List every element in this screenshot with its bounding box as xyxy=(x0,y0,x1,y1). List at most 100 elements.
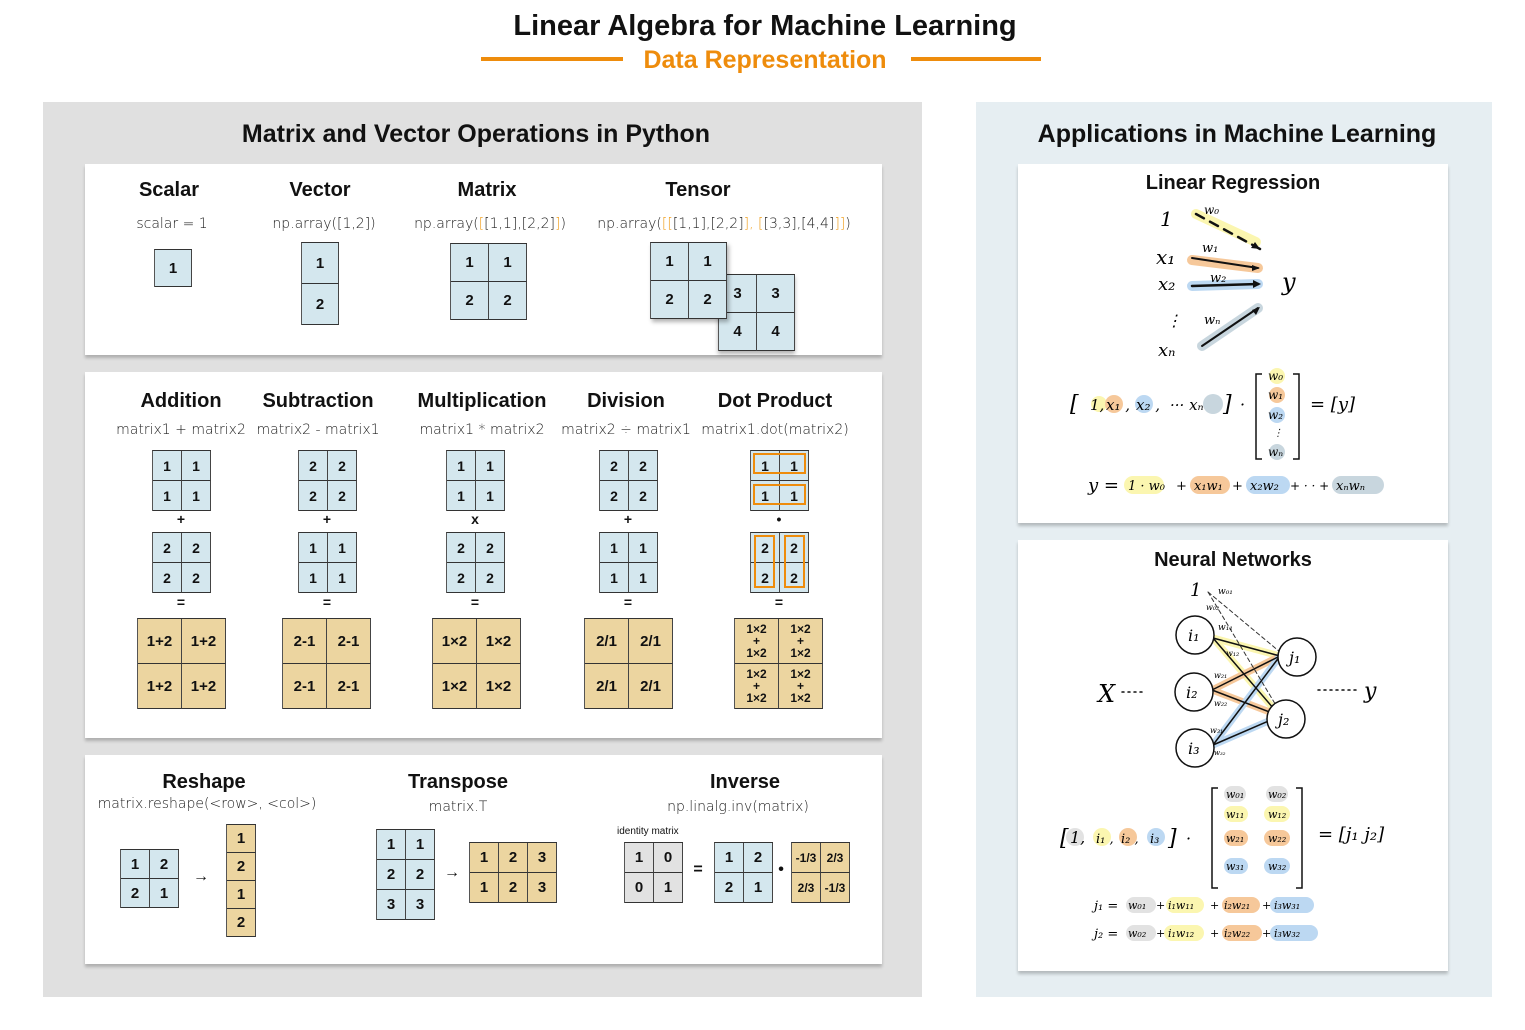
matrix-cell: 2 xyxy=(121,879,150,908)
svg-text:[: [ xyxy=(1070,392,1079,417)
matrix-cell: 1×2 + 1×2 xyxy=(735,619,779,664)
matrix-cell: 1 xyxy=(654,873,683,903)
svg-text:w₁₁: w₁₁ xyxy=(1226,808,1244,821)
matrix-cell: 1 xyxy=(155,250,192,287)
matrix-cell: 1 xyxy=(377,830,406,860)
input-node-label: i₁ xyxy=(1188,626,1200,645)
matrix-cell: 2 xyxy=(328,481,357,511)
edge-label: w₀₂ xyxy=(1206,603,1219,612)
matrix-cell: 1 xyxy=(227,825,256,853)
row-vector: [ 1, x₁ , x₂ , ··· xₙ ] · xyxy=(1070,392,1245,417)
matrix-cell: 2 xyxy=(629,451,658,481)
svg-text:i₂w₂₂: i₂w₂₂ xyxy=(1224,927,1250,940)
svg-text:w₃₁: w₃₁ xyxy=(1226,860,1244,873)
edge-label: w₃₂ xyxy=(1214,749,1226,757)
matrix-cell: 1 xyxy=(299,533,328,563)
svg-text:·: · xyxy=(1240,395,1245,414)
svg-text:w₂₁: w₂₁ xyxy=(1226,832,1244,845)
code-label: matrix2 ÷ matrix1 xyxy=(561,422,691,438)
divider xyxy=(481,57,623,61)
matrix-cell: 1 xyxy=(150,879,179,908)
svg-text:w₀₂: w₀₂ xyxy=(1128,927,1146,940)
matrix-cell: 2 xyxy=(447,533,476,563)
operation-title: Division xyxy=(587,390,665,412)
matrix-cell: 1×2 + 1×2 xyxy=(779,664,823,709)
code-label: matrix1 + matrix2 xyxy=(116,422,246,438)
input-node-label: i₃ xyxy=(1188,739,1200,758)
matrix-cell: 1×2 xyxy=(477,664,521,709)
matrix-cell: 1×2 xyxy=(477,619,521,664)
matrix-cell: 1 xyxy=(489,244,527,282)
type-title: Scalar xyxy=(138,179,200,201)
code-label: np.array([1,2]) xyxy=(272,216,376,232)
svg-text:+: + xyxy=(1232,479,1243,494)
svg-text:j₂ =: j₂ = xyxy=(1091,927,1118,942)
edge-label: w₂₁ xyxy=(1214,671,1227,680)
matrix-cell: 1 xyxy=(600,563,629,593)
nn-row-vector: [ 1, i₁ , i₂ , i₃ ] · xyxy=(1060,787,1303,889)
arrow-icon: → xyxy=(193,868,209,885)
svg-text:w₁₂: w₁₂ xyxy=(1268,808,1286,821)
lr-weight: w₀ xyxy=(1204,203,1219,217)
edge-label: w₀₁ xyxy=(1218,587,1233,597)
operator-symbol: + xyxy=(623,511,633,527)
matrix-cell: 0 xyxy=(654,843,683,873)
svg-text:+: + xyxy=(1156,899,1165,912)
equals-sign: = xyxy=(470,594,480,610)
matrix-cell: 1 xyxy=(470,843,499,873)
matrix-cell: 2 xyxy=(689,281,727,319)
svg-text:i₃w₃₁: i₃w₃₁ xyxy=(1274,899,1300,912)
matrix-cell: 1 xyxy=(470,873,499,903)
matrix-cell: 3 xyxy=(757,275,795,313)
transform-title: Inverse xyxy=(709,771,781,793)
svg-text:1,: 1, xyxy=(1090,396,1104,414)
code-label: scalar = 1 xyxy=(136,216,208,232)
svg-text:= [y]: = [y] xyxy=(1310,394,1356,415)
transform-title: Reshape xyxy=(162,771,246,793)
matrix-cell: 3 xyxy=(528,873,557,903)
matrix-cell: 2/1 xyxy=(585,664,629,709)
svg-text:y =: y = xyxy=(1087,475,1119,496)
matrix-cell: 1 xyxy=(227,881,256,909)
matrix-cell: 2 xyxy=(153,533,182,563)
operation-title: Dot Product xyxy=(717,390,833,412)
equals-sign: = xyxy=(774,594,784,610)
svg-text:xₙwₙ: xₙwₙ xyxy=(1336,479,1365,494)
svg-text:i₁w₁₂: i₁w₁₂ xyxy=(1168,927,1194,940)
svg-text:i₂ ,: i₂ , xyxy=(1121,832,1139,847)
svg-text:]: ] xyxy=(1222,392,1232,417)
matrix-cell: 3 xyxy=(528,843,557,873)
svg-text:1 · w₀: 1 · w₀ xyxy=(1128,479,1166,494)
svg-text:1,: 1, xyxy=(1070,828,1085,847)
edge-label: w₁₁ xyxy=(1218,623,1233,633)
svg-text:i₃w₃₂: i₃w₃₂ xyxy=(1274,927,1300,940)
scalar-matrix: 1 xyxy=(154,249,192,287)
svg-text:wₙ: wₙ xyxy=(1268,445,1283,459)
operator-symbol: + xyxy=(322,511,332,527)
matrix-cell: 1 xyxy=(476,481,505,511)
page-title: Linear Algebra for Machine Learning xyxy=(513,10,1017,42)
matrix-cell: 4 xyxy=(719,313,757,351)
matrix-cell: 1 xyxy=(447,481,476,511)
matrix-cell: 2 xyxy=(476,563,505,593)
divider xyxy=(911,57,1041,61)
page-subtitle: Data Representation xyxy=(643,46,887,74)
svg-text:+: + xyxy=(1262,899,1271,912)
svg-text:x₂w₂: x₂w₂ xyxy=(1250,479,1279,494)
lr-input: ⋮ xyxy=(1166,311,1182,330)
input-x: X xyxy=(1096,680,1116,708)
matrix-cell: 1 xyxy=(299,563,328,593)
matrix-cell: 2 xyxy=(451,282,489,320)
transform-title: Transpose xyxy=(407,771,509,793)
